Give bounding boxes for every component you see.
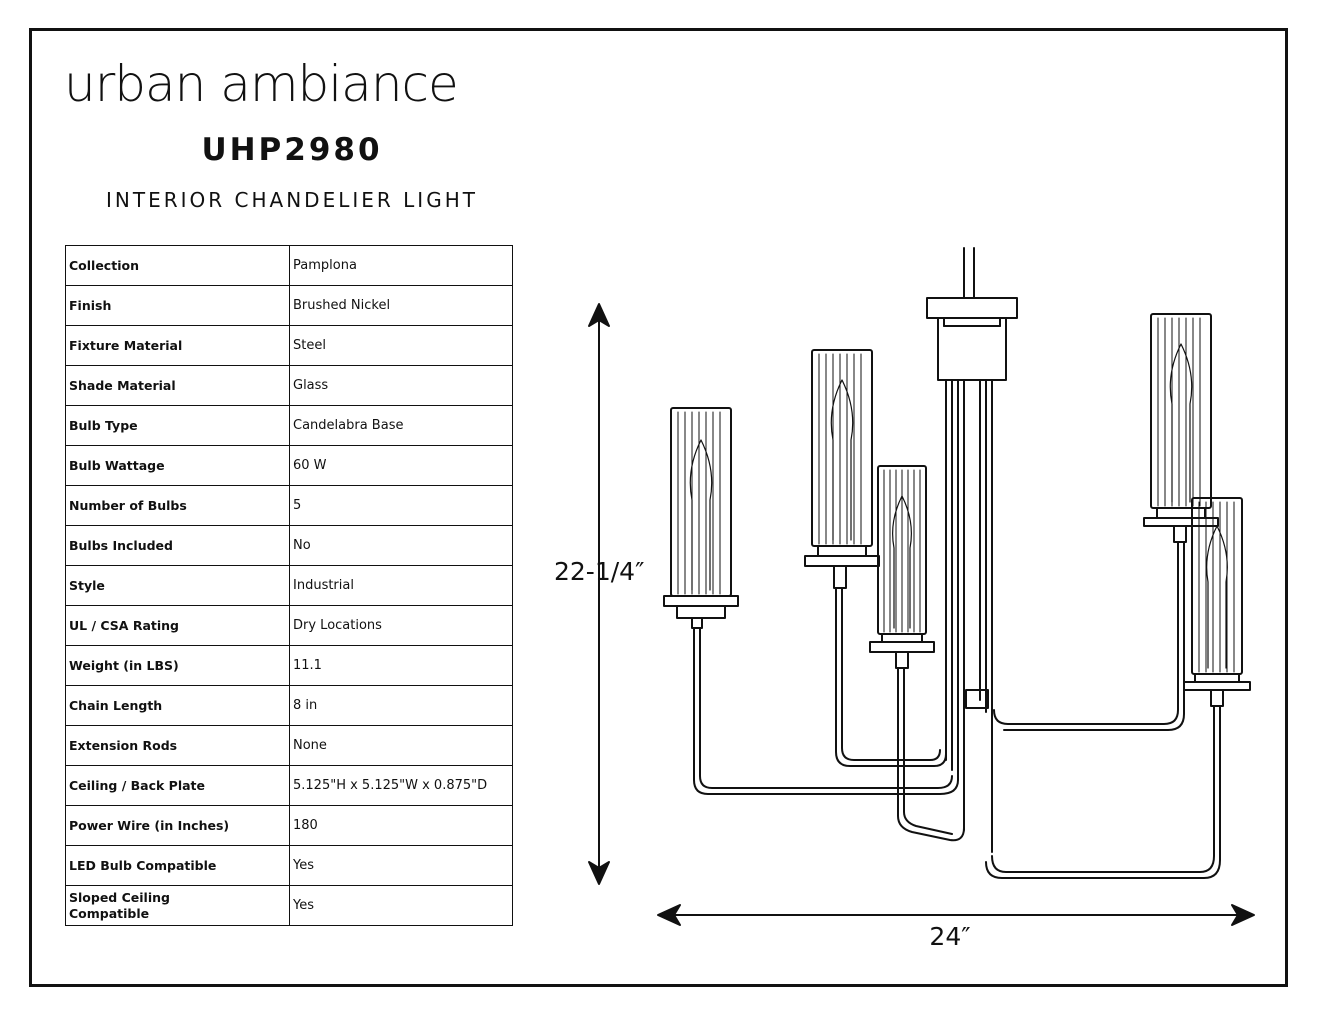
center-stem xyxy=(945,379,993,853)
spec-label: Style xyxy=(65,565,290,606)
model-number: UHP2980 xyxy=(201,132,383,168)
shade-5 xyxy=(1183,497,1251,707)
page-border xyxy=(29,28,1288,987)
shade-3 xyxy=(869,465,935,669)
height-arrow xyxy=(588,303,610,885)
shade-1 xyxy=(663,407,739,629)
spec-value: 5.125"H x 5.125"W x 0.875"D xyxy=(289,765,513,806)
spec-value: Yes xyxy=(289,885,513,926)
shade-4 xyxy=(1143,313,1219,543)
spec-label: Ceiling / Back Plate xyxy=(65,765,290,806)
spec-label: UL / CSA Rating xyxy=(65,605,290,646)
width-dimension-label: 24″ xyxy=(929,922,971,951)
spec-value: Dry Locations xyxy=(289,605,513,646)
canopy xyxy=(926,247,1018,381)
spec-label: Weight (in LBS) xyxy=(65,645,290,686)
width-arrow xyxy=(657,904,1255,926)
spec-value: 11.1 xyxy=(289,645,513,686)
spec-row: Weight (in LBS)11.1 xyxy=(65,645,513,686)
spec-value: Glass xyxy=(289,365,513,406)
spec-label: Fixture Material xyxy=(65,325,290,366)
shade-2 xyxy=(804,349,880,589)
spec-value: 180 xyxy=(289,805,513,846)
spec-value: 5 xyxy=(289,485,513,526)
spec-label: Number of Bulbs xyxy=(65,485,290,526)
product-type: INTERIOR CHANDELIER LIGHT xyxy=(106,188,478,212)
arms xyxy=(693,541,1221,879)
spec-label: Sloped Ceiling Compatible xyxy=(65,885,290,926)
spec-value: Pamplona xyxy=(289,245,513,286)
spec-value: Brushed Nickel xyxy=(289,285,513,326)
spec-value: No xyxy=(289,525,513,566)
brand-logo: urban ambiance xyxy=(64,55,459,113)
spec-label: Bulb Type xyxy=(65,405,290,446)
spec-label: Bulbs Included xyxy=(65,525,290,566)
spec-label: Extension Rods xyxy=(65,725,290,766)
spec-value: Candelabra Base xyxy=(289,405,513,446)
